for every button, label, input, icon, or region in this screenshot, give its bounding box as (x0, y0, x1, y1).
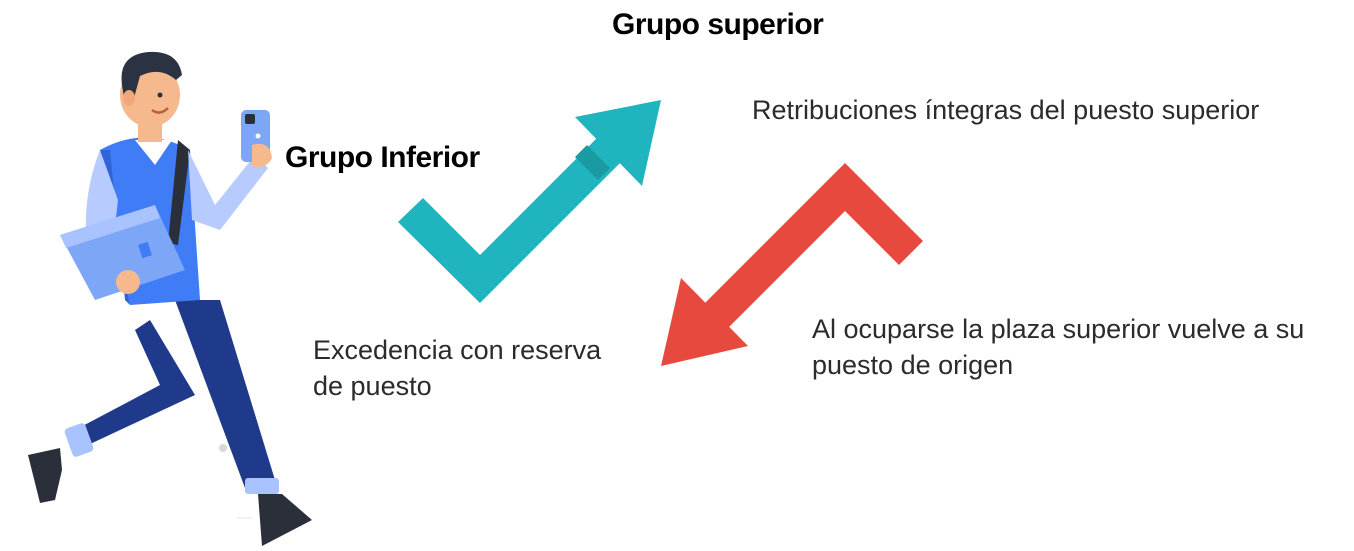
check-arrow-up-icon (398, 100, 661, 303)
upper-group-title: Grupo superior (612, 8, 824, 41)
return-text-line-1: Al ocuparse la plaza superior vuelve a s… (812, 314, 1305, 344)
return-arrow-down-icon (661, 163, 923, 366)
return-text: Al ocuparse la plaza superior vuelve a s… (812, 311, 1304, 383)
upper-salary-text: Retribuciones íntegras del puesto superi… (752, 95, 1260, 125)
leave-text-line-2: de puesto (313, 371, 432, 401)
lower-group-title: Grupo Inferior (285, 141, 480, 174)
leave-text: Excedencia con reserva de puesto (313, 332, 601, 404)
leave-text-line-1: Excedencia con reserva (313, 335, 602, 365)
return-text-line-2: puesto de origen (812, 350, 1014, 380)
